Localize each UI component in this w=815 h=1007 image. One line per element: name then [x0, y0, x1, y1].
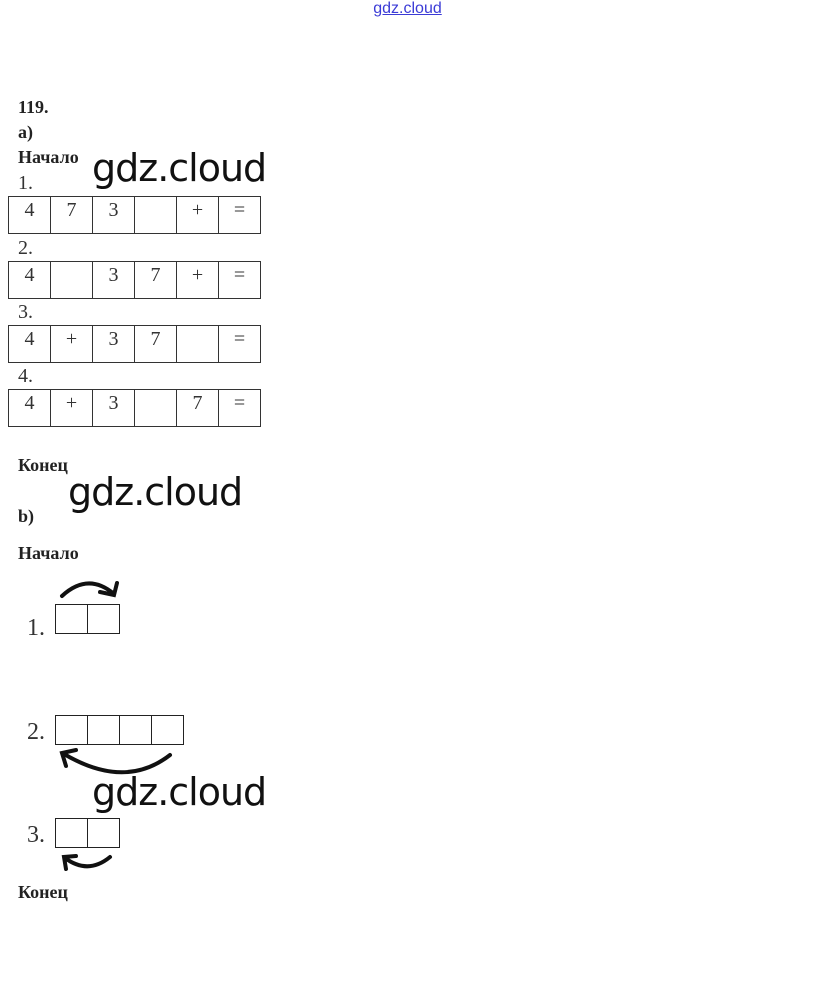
cell: + — [176, 196, 219, 234]
step-label: 2. — [27, 719, 45, 745]
cell — [50, 261, 93, 299]
part-a-end: Конец — [18, 455, 68, 475]
cell: 7 — [134, 325, 177, 363]
cell-row — [55, 604, 120, 634]
watermark: gdz.cloud — [92, 770, 267, 814]
step-label: 4. — [18, 365, 33, 387]
header-link[interactable]: gdz.cloud — [373, 0, 442, 17]
cell: 3 — [92, 389, 135, 427]
step-label: 2. — [18, 237, 33, 259]
task-number: 119. — [18, 97, 49, 117]
cell — [176, 325, 219, 363]
cell: 3 — [92, 196, 135, 234]
cell: = — [218, 196, 261, 234]
cell: 7 — [134, 261, 177, 299]
arrow-left-icon — [59, 748, 172, 775]
step-label: 1. — [18, 172, 33, 194]
part-b-label: b) — [18, 506, 35, 526]
step-table: 4+3 7= — [8, 389, 261, 427]
cell: 7 — [50, 196, 93, 234]
arrow-right-icon — [60, 581, 119, 598]
step-label: 3. — [27, 822, 45, 848]
part-a-start: Начало — [18, 147, 79, 167]
cell: + — [50, 325, 93, 363]
cell — [134, 196, 177, 234]
step-label: 3. — [18, 301, 33, 323]
cell: 4 — [8, 325, 51, 363]
step-label: 1. — [27, 615, 45, 641]
watermark: gdz.cloud — [68, 470, 243, 514]
cell: + — [50, 389, 93, 427]
cell: 7 — [176, 389, 219, 427]
cell: 4 — [8, 389, 51, 427]
cell-row — [55, 818, 120, 848]
part-b-start: Начало — [18, 543, 79, 563]
cell: = — [218, 389, 261, 427]
cell: = — [218, 261, 261, 299]
cell: 4 — [8, 261, 51, 299]
cell: 3 — [92, 325, 135, 363]
arrow-left-icon — [61, 854, 112, 871]
part-a-label: а) — [18, 122, 33, 142]
watermark: gdz.cloud — [92, 146, 267, 190]
part-b-end: Конец — [18, 882, 68, 902]
cell: = — [218, 325, 261, 363]
cell-row — [55, 715, 184, 745]
